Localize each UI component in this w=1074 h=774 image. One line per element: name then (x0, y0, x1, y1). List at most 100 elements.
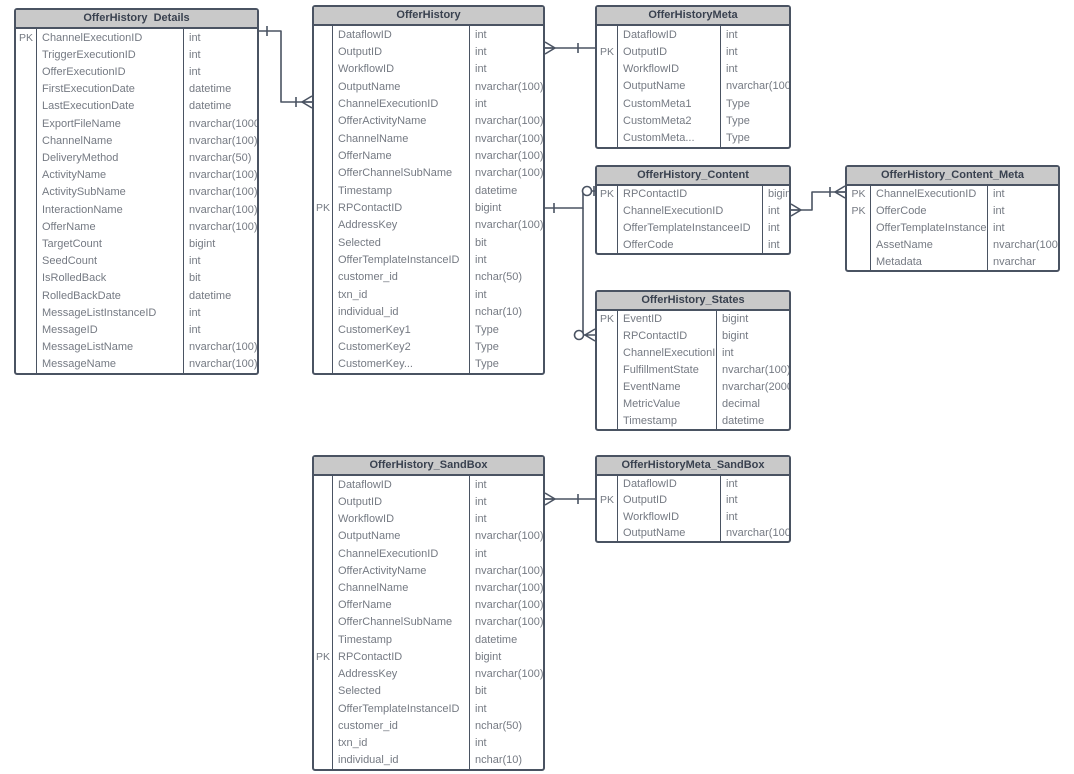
pk-column-divider (332, 476, 333, 769)
column-type: nchar(50) (475, 271, 523, 284)
column-name: DataflowID (338, 478, 392, 491)
column-name: ChannelName (338, 582, 409, 595)
entity-table-offerhistory-content[interactable]: OfferHistory_ContentPKRPContactIDbigintC… (595, 165, 791, 255)
column-name: CustomerKey2 (338, 340, 411, 353)
column-type: nchar(10) (475, 754, 523, 767)
column-name: MessageListInstanceID (42, 306, 157, 319)
column-type: nchar(10) (475, 306, 523, 319)
column-type: datetime (189, 289, 232, 302)
pk-flag: PK (599, 188, 614, 201)
column-row: CustomerKey...Type (314, 356, 543, 373)
relationship-line[interactable] (791, 191, 845, 211)
column-name: RPContactID (338, 650, 403, 663)
column-type: nvarchar(100) (475, 80, 543, 93)
relationship-offerhistory-to-states[interactable] (573, 208, 596, 342)
column-name: Metadata (876, 255, 922, 268)
relationship-line[interactable] (259, 30, 312, 103)
column-type: int (768, 238, 780, 251)
cardinality-many-crowfoot (544, 41, 556, 55)
column-name: Timestamp (338, 184, 392, 197)
column-type: Type (475, 323, 499, 336)
column-type: nvarchar(100) (475, 599, 543, 612)
column-name: MessageListName (42, 341, 134, 354)
column-name: WorkflowID (623, 510, 680, 523)
column-type: datetime (722, 414, 765, 427)
column-type: int (475, 28, 487, 41)
column-type: int (475, 513, 487, 526)
column-name: MessageID (42, 324, 98, 337)
column-type: int (993, 188, 1005, 201)
column-type: nvarchar(100) (189, 203, 257, 216)
relationship-offerhistory-to-content[interactable] (545, 185, 595, 213)
column-type: Type (475, 340, 499, 353)
pk-flag: PK (851, 188, 866, 201)
table-title: OfferHistory_SandBox (314, 457, 543, 476)
column-type: decimal (722, 397, 760, 410)
column-type: int (475, 495, 487, 508)
cardinality-many-crowfoot (584, 328, 596, 342)
pk-column-divider (617, 476, 618, 541)
column-type: bit (189, 272, 201, 285)
column-type: int (475, 98, 487, 111)
column-name: Selected (338, 236, 381, 249)
type-column-divider (762, 186, 763, 253)
column-name: FirstExecutionDate (42, 83, 135, 96)
relationship-details-to-offerhistory[interactable] (259, 26, 313, 109)
column-type: nvarchar(100) (189, 186, 257, 199)
type-column-divider (720, 476, 721, 541)
column-type: bigint (475, 650, 502, 663)
column-name: CustomMeta... (623, 132, 695, 145)
cardinality-many-crowfoot (301, 95, 313, 109)
column-name: OfferName (42, 220, 96, 233)
column-type: int (189, 48, 201, 61)
column-type: int (189, 31, 201, 44)
column-type: Type (475, 358, 499, 371)
cardinality-zero-circle (573, 329, 585, 341)
column-type: nvarchar(1000) (189, 117, 257, 130)
column-name: RPContactID (623, 330, 688, 343)
column-row: CustomMeta...Type (597, 130, 789, 147)
column-name: txn_id (338, 288, 368, 301)
column-type: nvarchar(100) (475, 132, 543, 145)
column-type: nvarchar(100) (475, 219, 543, 232)
relationship-line[interactable] (581, 208, 586, 336)
column-type: nchar(50) (475, 719, 523, 732)
column-name: InteractionName (42, 203, 123, 216)
column-type: nvarchar(100) (475, 530, 543, 543)
relationship-content-to-content-meta[interactable] (790, 185, 846, 217)
column-name: ChannelName (338, 132, 409, 145)
relationship-sandbox-to-meta-sandbox[interactable] (544, 492, 595, 506)
relationship-offerhistorymeta-to-offerhistory[interactable] (544, 41, 595, 55)
column-type: int (993, 221, 1005, 234)
column-type: nvarchar(100) (475, 668, 543, 681)
